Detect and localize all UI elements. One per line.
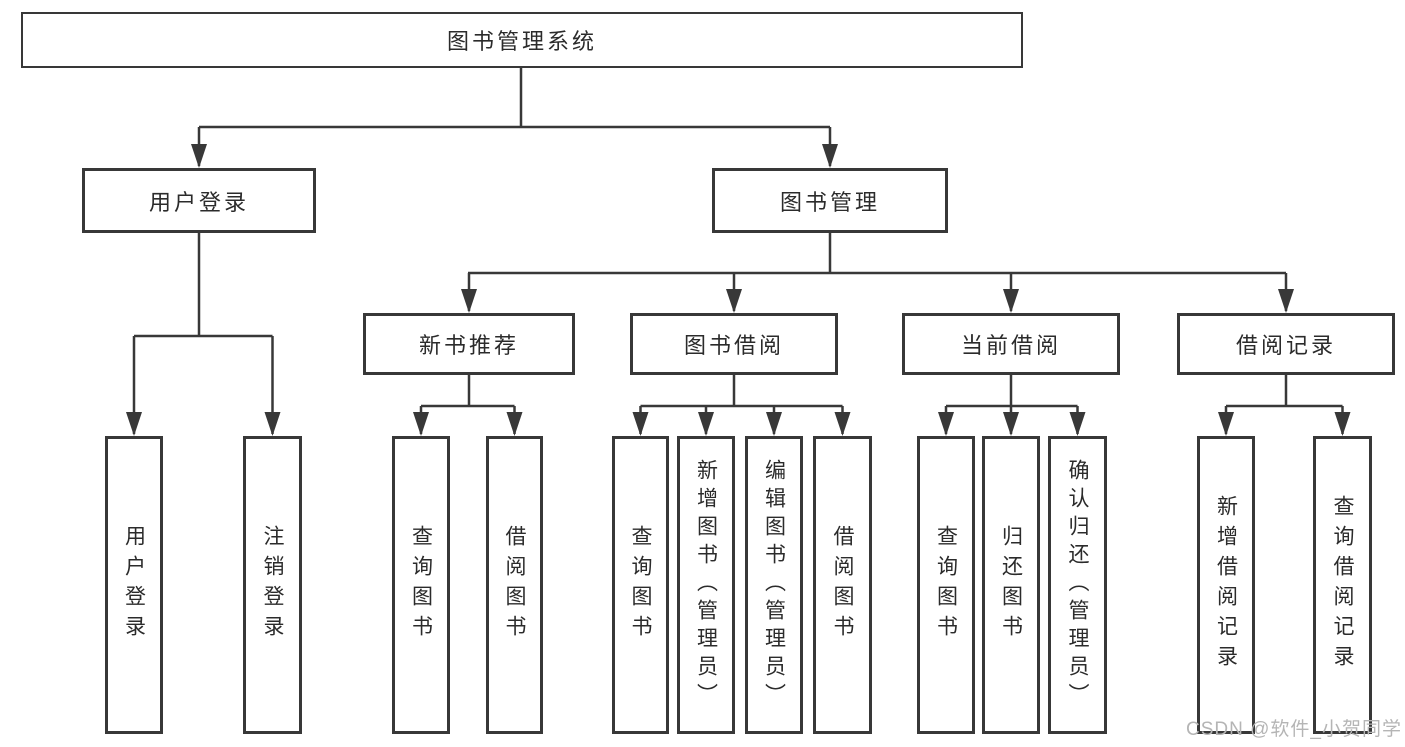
leaf-label: 编辑图书（管理员） [762,459,786,711]
csdn-watermark: CSDN @软件_小贺同学 [1186,719,1402,740]
leaf-logout: 注销登录 [243,436,302,734]
arrowheads [126,144,1351,436]
node-label: 新书推荐 [418,333,519,358]
node-book-borrow: 图书借阅 [630,313,838,375]
leaf-label: 新增借阅记录 [1214,495,1238,675]
leaf-label: 归还图书 [999,525,1023,645]
leaf-return-book: 归还图书 [982,436,1040,734]
node-new-book-recommend: 新书推荐 [363,313,575,375]
node-label: 图书借阅 [683,333,784,358]
leaf-edit-book-admin: 编辑图书（管理员） [745,436,803,734]
node-current-borrow: 当前借阅 [902,313,1120,375]
leaf-query-book-current: 查询图书 [917,436,975,734]
leaf-borrow-book: 借阅图书 [813,436,872,734]
node-library-management-system: 图书管理系统 [21,12,1023,68]
node-label: 当前借阅 [960,333,1061,358]
leaf-query-book-recommend: 查询图书 [392,436,450,734]
leaf-confirm-return-admin: 确认归还（管理员） [1048,436,1107,734]
leaf-add-book-admin: 新增图书（管理员） [677,436,735,734]
leaf-borrow-book-recommend: 借阅图书 [486,436,543,734]
leaf-label: 查询图书 [409,525,433,645]
leaf-user-login: 用户登录 [105,436,163,734]
node-borrow-record: 借阅记录 [1177,313,1395,375]
leaf-label: 查询图书 [934,525,958,645]
leaf-label: 查询借阅记录 [1331,495,1354,675]
node-label: 图书管理系统 [446,29,597,54]
node-label: 图书管理 [779,189,880,215]
node-book-management: 图书管理 [712,168,948,233]
node-label: 借阅记录 [1235,333,1336,358]
leaf-label: 注销登录 [261,525,284,645]
node-label: 用户登录 [148,189,249,215]
leaf-label: 查询图书 [629,525,652,645]
node-user-login: 用户登录 [82,168,316,233]
leaf-query-borrow-record: 查询借阅记录 [1313,436,1372,734]
leaf-query-book-borrow: 查询图书 [612,436,669,734]
leaf-label: 借阅图书 [831,525,854,645]
leaf-label: 确认归还（管理员） [1066,459,1089,711]
leaf-add-borrow-record: 新增借阅记录 [1197,436,1255,734]
leaf-label: 用户登录 [122,525,146,645]
leaf-label: 借阅图书 [503,525,526,645]
leaf-label: 新增图书（管理员） [694,459,718,711]
